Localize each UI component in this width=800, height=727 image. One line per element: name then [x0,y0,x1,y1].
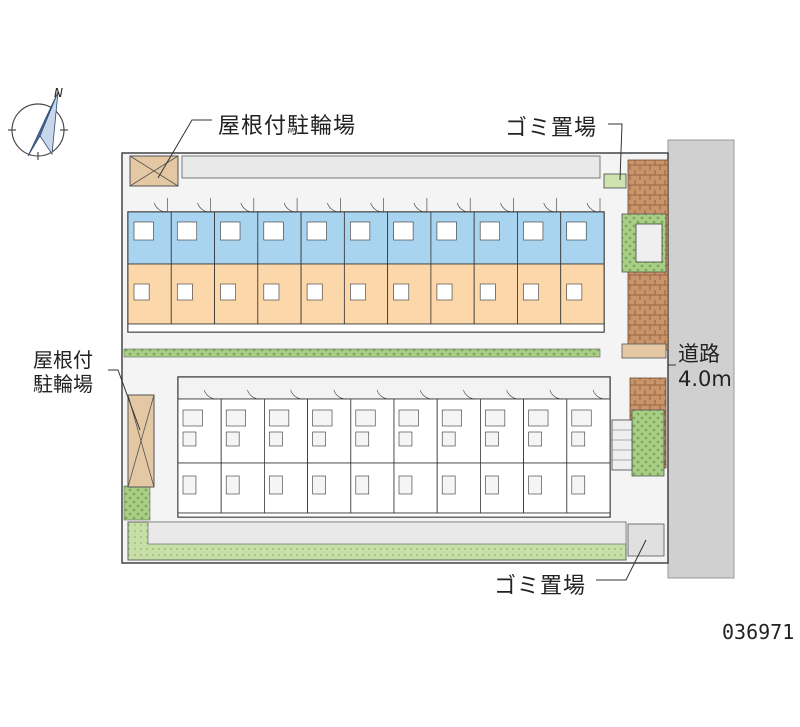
label-road-name: 道路 [678,342,720,366]
lower-unit [436,389,481,514]
leader-garbage-bottom [596,539,647,581]
stairs-upper [635,223,663,263]
lower-balcony [177,512,611,518]
lower-building [177,376,611,518]
grass-top [181,155,601,179]
lower-unit [220,389,265,514]
label-parking-left-line1: 屋根付 [33,348,93,372]
upper-unit [343,198,389,325]
label-parking-left: 屋根付 駐輪場 [33,348,93,396]
compass-icon [8,91,68,160]
label-garbage-top: ゴミ置場 [505,116,598,141]
label-road: 道路 4.0m [678,342,732,392]
lower-unit [307,389,352,514]
upper-unit [257,198,302,325]
label-road-width: 4.0m [678,367,732,391]
upper-unit [560,198,605,325]
upper-unit [473,198,518,325]
upper-unit [300,198,345,325]
lower-unit [479,389,524,514]
property-code: 036971 [722,620,795,644]
leader-garbage-top [608,123,623,181]
upper-unit [517,198,562,325]
bicycle-rack-right [621,343,667,359]
upper-unit [127,198,172,325]
upper-building [127,198,605,333]
garbage-area-top [603,173,627,189]
path-bottom [147,521,627,545]
lower-unit [523,389,568,514]
label-garbage-bottom: ゴミ置場 [494,574,587,599]
label-parking-top: 屋根付駐輪場 [218,114,357,139]
garbage-area-bottom [627,523,665,557]
lower-unit [393,389,438,514]
hedge-lower [631,409,665,477]
label-parking-left-line2: 駐輪場 [33,372,93,396]
stairs-lower [611,419,633,471]
grass-middle [123,348,601,358]
lower-unit [350,389,395,514]
upper-unit [387,198,432,325]
upper-unit [170,198,215,325]
label-compass-north: N [54,86,63,100]
lower-unit [263,389,308,514]
leader-parking-top [157,119,212,179]
lower-unit [177,389,222,514]
grass-left-strip [123,485,151,521]
road [667,139,735,579]
upper-balcony [127,323,605,333]
lower-unit [566,389,611,514]
leader-parking-left [108,369,141,431]
upper-unit [214,198,259,325]
upper-unit [430,198,475,325]
bicycle-parking-top [129,155,179,187]
